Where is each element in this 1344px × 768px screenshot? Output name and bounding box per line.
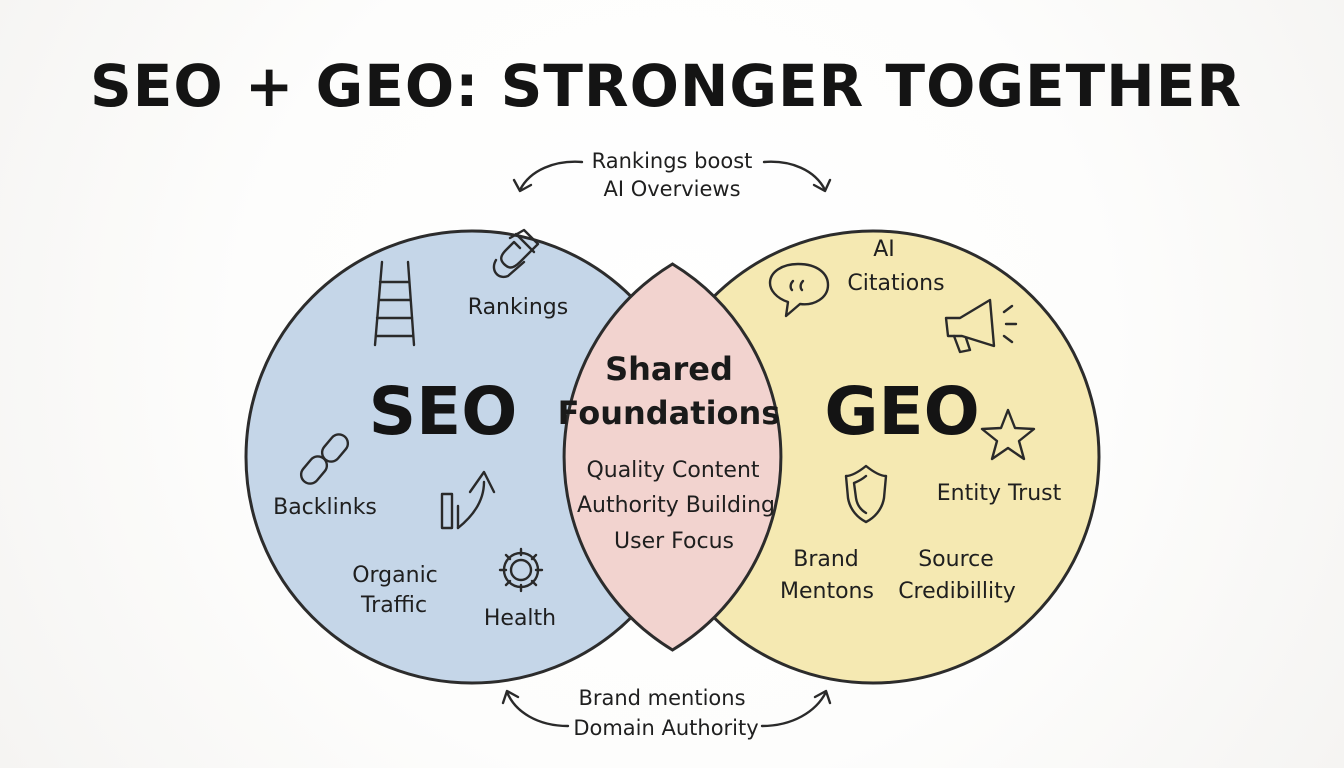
- seo-item-health: Health: [484, 606, 556, 631]
- growth-arrow-icon: [440, 470, 496, 530]
- geo-item-source: Source: [918, 547, 994, 572]
- diagram-title: SEO + GEO: STRONGER TOGETHER: [90, 52, 1242, 120]
- seo-item-backlinks: Backlinks: [273, 495, 377, 520]
- seo-item-organic-line1: Organic: [352, 563, 438, 588]
- bottom-note-line2: Domain Authority: [573, 716, 758, 740]
- seo-label: SEO: [369, 373, 518, 450]
- top-left-arrow-icon: [512, 160, 584, 193]
- top-note-line2: AI Overviews: [603, 177, 740, 201]
- geo-item-citations: Citations: [847, 271, 944, 296]
- geo-item-ai: AI: [873, 237, 895, 262]
- shared-item-authority-building: Authority Building: [577, 493, 775, 518]
- shared-item-user-focus: User Focus: [614, 529, 734, 554]
- geo-label: GEO: [824, 373, 979, 450]
- shared-title-line1: Shared: [605, 350, 733, 388]
- seo-item-organic-line2: Traffic: [360, 593, 427, 618]
- quote-bubble-icon: [768, 262, 830, 318]
- ladder-icon: [373, 260, 416, 347]
- magnet-icon: [492, 228, 540, 279]
- geo-item-brand: Brand: [793, 547, 859, 572]
- geo-item-mentons: Mentons: [780, 579, 874, 604]
- gear-icon: [498, 547, 544, 593]
- bottom-note-line1: Brand mentions: [578, 686, 745, 710]
- chain-link-icon: [299, 433, 350, 485]
- top-right-arrow-icon: [762, 160, 832, 193]
- megaphone-icon: [944, 298, 1018, 354]
- shared-overlap: [562, 262, 783, 652]
- bottom-right-arrow-icon: [760, 689, 832, 728]
- top-note-line1: Rankings boost: [592, 149, 753, 173]
- shared-title-line2: Foundations: [558, 394, 781, 432]
- star-icon: [980, 408, 1036, 461]
- bottom-left-arrow-icon: [501, 689, 570, 728]
- geo-item-entity-trust: Entity Trust: [937, 481, 1062, 506]
- shared-item-quality-content: Quality Content: [586, 458, 759, 483]
- shield-icon: [844, 464, 888, 524]
- geo-item-credibility: Credibillity: [898, 579, 1016, 604]
- seo-item-rankings: Rankings: [468, 295, 568, 320]
